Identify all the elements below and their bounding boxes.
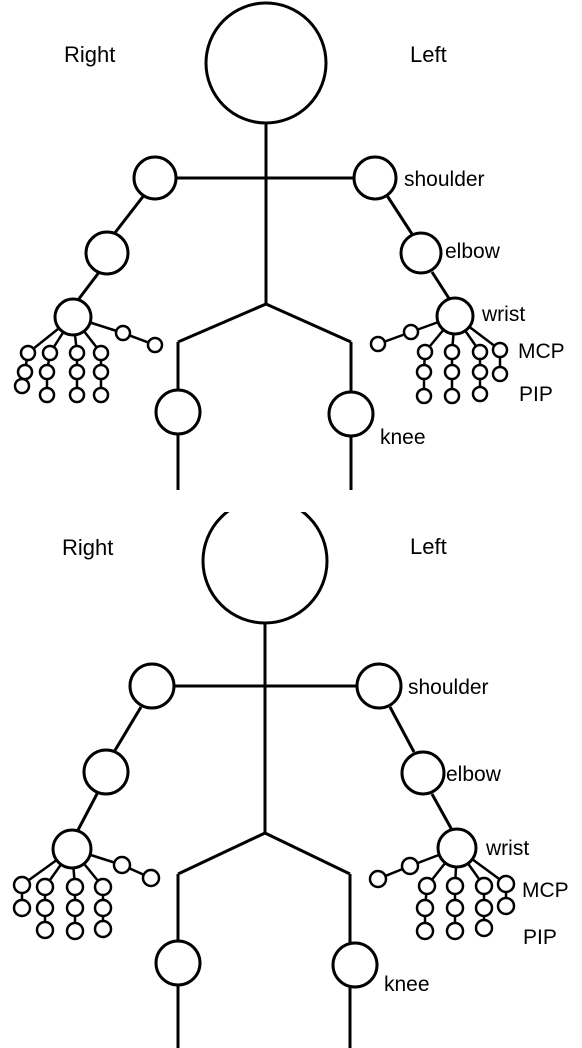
side-label-right: Right: [64, 42, 115, 67]
label-mcp: MCP: [518, 340, 565, 363]
label-pip: PIP: [519, 383, 553, 406]
head-joint: [204, 1, 328, 125]
skeleton-diagram-top: Right Left shoulder elbow wrist MCP PIP …: [0, 0, 582, 498]
right-wrist-joint: [53, 297, 93, 337]
label-shoulder: shoulder: [408, 676, 489, 699]
left-elbow-joint: [400, 750, 446, 796]
left-finger-joints: [369, 323, 509, 405]
left-finger-joints: [368, 856, 516, 941]
right-knee-joint: [154, 388, 202, 436]
side-label-left: Left: [410, 534, 447, 559]
left-shoulder-joint: [355, 662, 403, 710]
left-elbow-joint: [399, 231, 443, 275]
right-knee-joint: [154, 939, 202, 987]
side-label-left: Left: [410, 42, 447, 67]
label-mcp: MCP: [522, 879, 569, 902]
left-knee-joint: [327, 390, 375, 438]
right-elbow-joint: [84, 230, 130, 276]
right-shoulder-joint: [132, 155, 178, 201]
label-wrist: wrist: [481, 303, 525, 326]
label-pip: PIP: [523, 926, 557, 949]
label-knee: knee: [384, 973, 430, 996]
right-elbow-joint: [82, 748, 130, 796]
label-elbow: elbow: [446, 763, 502, 786]
skeleton-diagram-bottom: Right Left shoulder elbow wrist MCP PIP …: [0, 512, 582, 1048]
right-shoulder-joint: [128, 662, 176, 710]
label-elbow: elbow: [445, 240, 501, 263]
right-wrist-joint: [51, 828, 93, 870]
left-wrist-joint: [436, 827, 478, 869]
right-finger-joints: [12, 855, 161, 941]
skeleton-figure-bottom: Right Left shoulder elbow wrist MCP PIP …: [12, 512, 569, 1048]
head-joint: [201, 512, 329, 625]
label-knee: knee: [380, 426, 426, 449]
left-shoulder-joint: [352, 155, 398, 201]
skeleton-figure-top: Right Left shoulder elbow wrist MCP PIP …: [13, 1, 565, 490]
left-wrist-joint: [435, 296, 475, 336]
label-wrist: wrist: [485, 837, 529, 860]
right-finger-joints: [13, 324, 164, 404]
left-knee-joint: [331, 941, 379, 989]
label-shoulder: shoulder: [404, 168, 485, 191]
side-label-right: Right: [62, 535, 113, 560]
